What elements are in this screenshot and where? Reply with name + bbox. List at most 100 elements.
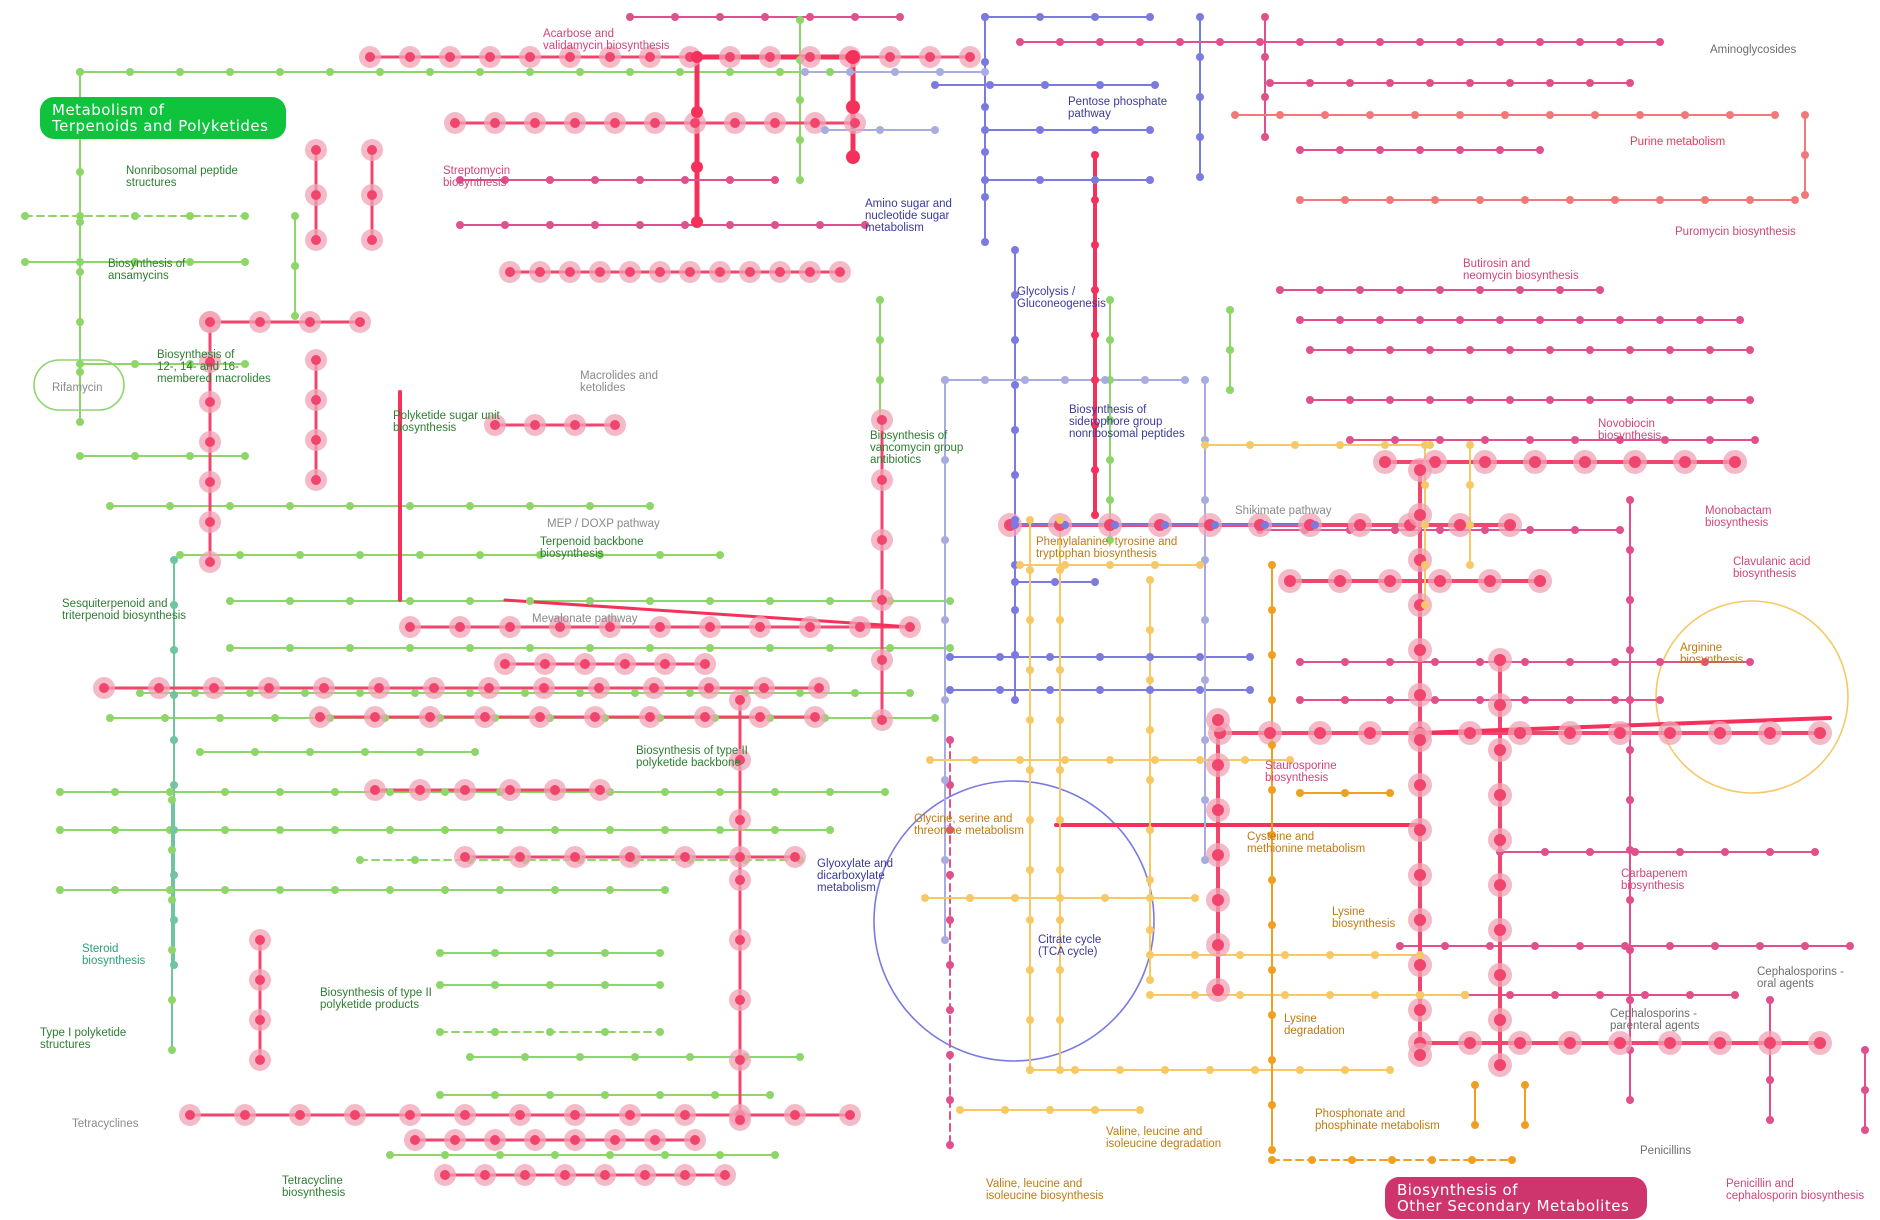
label-cephalosporins-parenteral[interactable]: Cephalosporins - parenteral agents [1610, 1008, 1700, 1032]
compound-node-213[interactable] [76, 418, 84, 426]
compound-node-661[interactable] [1614, 727, 1626, 739]
compound-node-143[interactable] [606, 826, 614, 834]
compound-node-583[interactable] [1756, 942, 1764, 950]
compound-node-703[interactable] [1212, 894, 1224, 906]
compound-node-917[interactable] [1056, 1066, 1064, 1074]
label-rifamycin[interactable]: Rifamycin [52, 382, 103, 394]
compound-node-533[interactable] [1571, 436, 1579, 444]
compound-node-956[interactable] [1388, 1156, 1396, 1164]
compound-node-812[interactable] [876, 126, 884, 134]
compound-node-529[interactable] [1391, 436, 1399, 444]
compound-node-610[interactable] [1766, 1116, 1774, 1124]
label-type1-polyketide[interactable]: Type I polyketide structures [40, 1027, 127, 1051]
compound-node-250[interactable] [1226, 346, 1234, 354]
compound-node-278[interactable] [850, 118, 860, 128]
compound-node-542[interactable] [1436, 526, 1444, 534]
compound-node-611[interactable] [1861, 1046, 1869, 1054]
compound-node-845[interactable] [1061, 561, 1069, 569]
compound-node-650[interactable] [1434, 575, 1446, 587]
compound-node-825[interactable] [1201, 616, 1209, 624]
compound-node-226[interactable] [170, 691, 178, 699]
compound-node-446[interactable] [1616, 38, 1624, 46]
compound-node-947[interactable] [1268, 1056, 1276, 1064]
compound-node-294[interactable] [355, 317, 365, 327]
compound-node-4[interactable] [276, 68, 284, 76]
compound-node-714[interactable] [1091, 511, 1099, 519]
compound-node-318[interactable] [209, 683, 219, 693]
compound-node-379[interactable] [640, 1170, 650, 1180]
compound-node-622[interactable] [946, 916, 954, 924]
compound-node-708[interactable] [1091, 241, 1099, 249]
compound-node-634[interactable] [1679, 456, 1691, 468]
compound-node-170[interactable] [491, 949, 499, 957]
compound-node-77[interactable] [826, 644, 834, 652]
compound-node-92[interactable] [796, 689, 804, 697]
compound-node-852[interactable] [1061, 756, 1069, 764]
compound-node-472[interactable] [726, 221, 734, 229]
compound-node-859[interactable] [966, 894, 974, 902]
compound-node-129[interactable] [716, 788, 724, 796]
compound-node-184[interactable] [466, 1053, 474, 1061]
compound-node-548[interactable] [1341, 658, 1349, 666]
compound-node-377[interactable] [560, 1170, 570, 1180]
compound-node-516[interactable] [1306, 396, 1314, 404]
compound-node-628[interactable] [1379, 456, 1391, 468]
label-valine-degradation[interactable]: Valine, leucine and isoleucine degradati… [1106, 1126, 1222, 1150]
compound-node-325[interactable] [594, 683, 604, 693]
compound-node-643[interactable] [1354, 519, 1366, 531]
compound-node-805[interactable] [1196, 173, 1204, 181]
compound-node-499[interactable] [1576, 316, 1584, 324]
compound-node-693[interactable] [1494, 834, 1506, 846]
compound-node-403[interactable] [877, 655, 887, 665]
compound-node-162[interactable] [331, 886, 339, 894]
compound-node-89[interactable] [631, 689, 639, 697]
compound-node-949[interactable] [1268, 1146, 1276, 1154]
compound-node-765[interactable] [1261, 521, 1269, 529]
compound-node-21[interactable] [21, 258, 29, 266]
compound-node-360[interactable] [570, 1110, 580, 1120]
compound-node-861[interactable] [1056, 894, 1064, 902]
compound-node-963[interactable] [1521, 1121, 1529, 1129]
compound-node-69[interactable] [346, 644, 354, 652]
compound-node-888[interactable] [1386, 1066, 1394, 1074]
compound-node-897[interactable] [1026, 666, 1034, 674]
compound-node-756[interactable] [981, 176, 989, 184]
compound-node-467[interactable] [501, 221, 509, 229]
compound-node-724[interactable] [1636, 111, 1644, 119]
compound-node-283[interactable] [625, 267, 635, 277]
compound-node-793[interactable] [1011, 381, 1019, 389]
compound-node-358[interactable] [460, 1110, 470, 1120]
compound-node-712[interactable] [1091, 421, 1099, 429]
compound-node-164[interactable] [441, 886, 449, 894]
compound-node-559[interactable] [1341, 696, 1349, 704]
compound-node-664[interactable] [1764, 727, 1776, 739]
compound-node-180[interactable] [491, 1028, 499, 1036]
compound-node-808[interactable] [891, 68, 899, 76]
compound-node-868[interactable] [1281, 951, 1289, 959]
compound-node-659[interactable] [1514, 727, 1526, 739]
compound-node-816[interactable] [1021, 376, 1029, 384]
compound-node-120[interactable] [221, 788, 229, 796]
compound-node-372[interactable] [650, 1135, 660, 1145]
compound-node-534[interactable] [1616, 436, 1624, 444]
compound-node-391[interactable] [205, 437, 215, 447]
label-terpenoid-backbone[interactable]: Terpenoid backbone biosynthesis [540, 536, 644, 560]
compound-node-390[interactable] [205, 397, 215, 407]
compound-node-900[interactable] [1026, 816, 1034, 824]
compound-node-477[interactable] [1336, 146, 1344, 154]
compound-node-383[interactable] [311, 190, 321, 200]
compound-node-804[interactable] [1196, 133, 1204, 141]
compound-node-445[interactable] [1576, 38, 1584, 46]
compound-node-450[interactable] [1346, 79, 1354, 87]
compound-node-491[interactable] [1596, 286, 1604, 294]
compound-node-794[interactable] [1011, 426, 1019, 434]
compound-node-378[interactable] [600, 1170, 610, 1180]
compound-node-276[interactable] [770, 118, 780, 128]
compound-node-394[interactable] [205, 557, 215, 567]
compound-node-331[interactable] [370, 712, 380, 722]
compound-node-228[interactable] [170, 781, 178, 789]
compound-node-801[interactable] [1196, 13, 1204, 21]
compound-node-461[interactable] [591, 176, 599, 184]
compound-node-920[interactable] [1146, 676, 1154, 684]
compound-node-676[interactable] [1414, 509, 1426, 521]
